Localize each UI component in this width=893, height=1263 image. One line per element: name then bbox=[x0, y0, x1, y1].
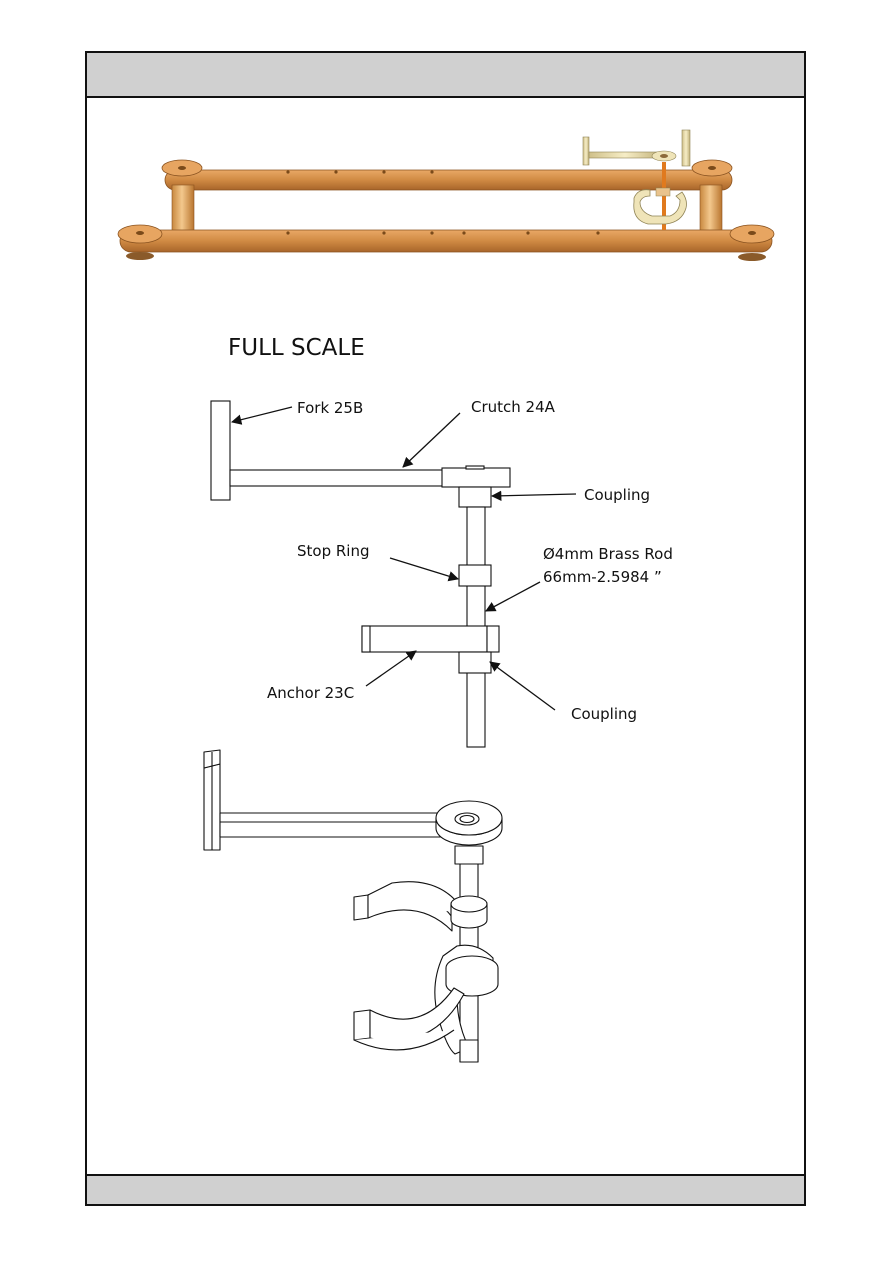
render-3d-frame bbox=[117, 129, 775, 261]
render-crutch-assembly bbox=[582, 129, 691, 230]
crutch-arm bbox=[229, 469, 446, 487]
iso-top-coupling bbox=[454, 845, 484, 865]
isometric-drawing bbox=[203, 749, 503, 1063]
iso-crutch-head bbox=[435, 800, 503, 846]
coupling-top-label: Coupling bbox=[584, 486, 650, 504]
brass-rod-label-line1: Ø4mm Brass Rod bbox=[543, 545, 673, 563]
anchor-label: Anchor 23C bbox=[267, 684, 354, 702]
header-band bbox=[87, 53, 804, 98]
anchor-bar bbox=[361, 625, 488, 653]
fork-label: Fork 25B bbox=[297, 399, 363, 417]
scale-title: FULL SCALE bbox=[228, 335, 365, 361]
iso-fork bbox=[203, 749, 221, 851]
crutch-arrow bbox=[402, 412, 461, 468]
stop-ring-label: Stop Ring bbox=[297, 542, 370, 560]
footer-band bbox=[87, 1174, 804, 1204]
iso-anchor-upper-arm bbox=[353, 881, 467, 932]
top-coupling bbox=[458, 486, 492, 508]
top-bar bbox=[161, 159, 733, 191]
stop-ring bbox=[458, 564, 492, 587]
iso-crutch-arm bbox=[219, 812, 447, 838]
bottom-bar bbox=[117, 224, 775, 261]
elevation-drawing bbox=[210, 400, 511, 748]
right-post bbox=[699, 184, 723, 236]
anchor-arrow bbox=[365, 650, 417, 687]
coupling-top-arrow bbox=[490, 490, 577, 501]
iso-stop-ring bbox=[450, 895, 488, 929]
fork-plate bbox=[210, 400, 231, 501]
stop-ring-arrow bbox=[389, 557, 459, 582]
brass-rod-arrow bbox=[485, 581, 541, 612]
iso-anchor-lower-arm bbox=[353, 987, 465, 1051]
coupling-bottom-label: Coupling bbox=[571, 705, 637, 723]
callout-arrows bbox=[230, 406, 577, 711]
crutch-label: Crutch 24A bbox=[471, 398, 556, 416]
fork-arrow bbox=[230, 406, 293, 425]
left-post bbox=[171, 184, 195, 236]
coupling-bottom-arrow bbox=[489, 661, 556, 711]
bottom-coupling bbox=[458, 651, 492, 674]
brass-rod-label-line2: 66mm-2.5984 ” bbox=[543, 568, 662, 586]
iso-anchor-body bbox=[434, 944, 499, 1055]
crutch-head bbox=[441, 467, 511, 488]
